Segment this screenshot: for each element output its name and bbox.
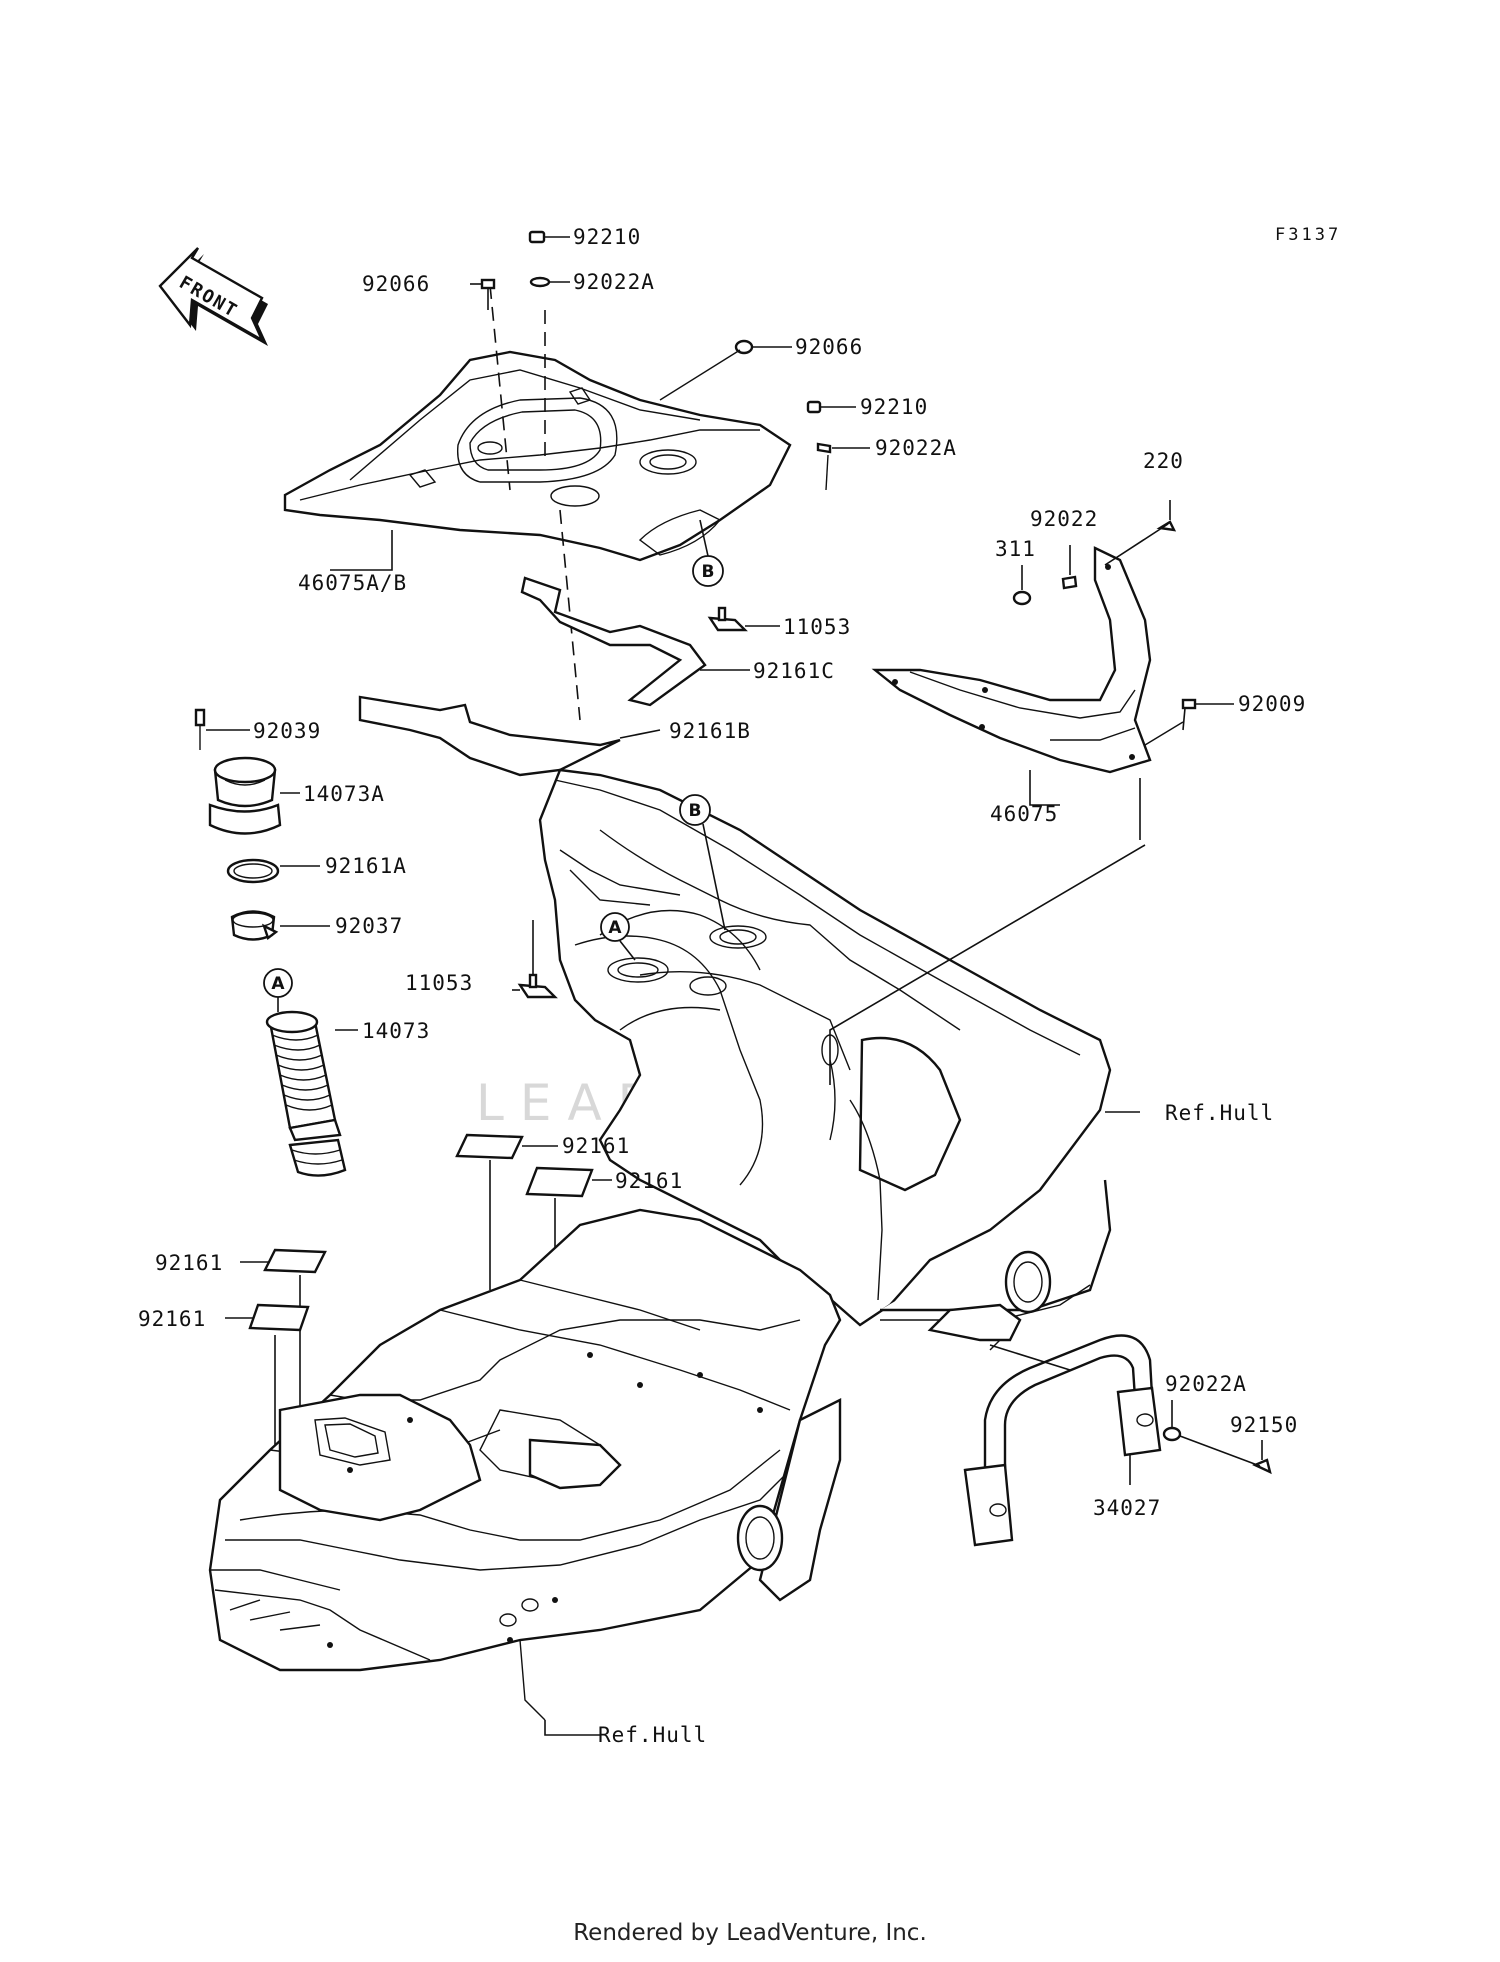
label-14073: 14073: [362, 1019, 430, 1043]
label-92022a-low: 92022A: [1165, 1372, 1247, 1396]
label-92161-c: 92161: [155, 1251, 223, 1275]
callout-b-hull: B: [679, 794, 726, 931]
label-311: 311: [995, 537, 1036, 561]
washer-92022-right: [1061, 545, 1078, 590]
label-92022a-top: 92022A: [573, 270, 655, 294]
label-220: 220: [1143, 449, 1184, 473]
label-refhull-upper: Ref.Hull: [1165, 1101, 1274, 1125]
label-92161c: 92161C: [753, 659, 835, 683]
callout-a-hull-label: A: [608, 918, 622, 938]
label-92066-right: 92066: [795, 335, 863, 359]
hose-14073: [265, 1010, 358, 1177]
washer-92022a-top: [529, 276, 570, 288]
deck-cover-46075ab: [283, 350, 792, 562]
label-11053-top: 11053: [783, 615, 851, 639]
label-92009: 92009: [1238, 692, 1306, 716]
clip-11053-mid: [512, 920, 558, 999]
lower-hull: [208, 1208, 842, 1721]
label-92022a-mid: 92022A: [875, 436, 957, 460]
screw-92150: [1179, 1435, 1272, 1475]
label-11053-mid: 11053: [405, 971, 473, 995]
label-92210-mid: 92210: [860, 395, 928, 419]
upper-hull: [538, 768, 1112, 1342]
label-92039: 92039: [253, 719, 321, 743]
fastener-92210-top: [528, 230, 570, 244]
callout-a-hull: A: [600, 912, 636, 961]
label-92161-b: 92161: [615, 1169, 683, 1193]
screw-92009: [1144, 698, 1234, 746]
footer-credit: Rendered by LeadVenture, Inc.: [573, 1920, 927, 1946]
bolt-92039: [194, 708, 250, 750]
label-92150: 92150: [1230, 1413, 1298, 1437]
part-labels: 92210 92066 92022A 92066 92210 92022A 22…: [138, 225, 1306, 1747]
gasket-92161a: [226, 858, 320, 884]
label-46075: 46075: [990, 802, 1058, 826]
callout-a-left: A: [263, 968, 293, 1012]
label-92210-top: 92210: [573, 225, 641, 249]
fitting-14073a: [208, 756, 300, 835]
figure-code: F3137: [1275, 225, 1341, 245]
label-92066-left: 92066: [362, 272, 430, 296]
gasket-92161b: [358, 695, 621, 777]
label-92161-a: 92161: [562, 1134, 630, 1158]
label-refhull-lower: Ref.Hull: [598, 1723, 707, 1747]
screw-220: [1104, 500, 1177, 566]
sticker-92161-a: [455, 1133, 558, 1290]
label-92161b: 92161B: [669, 719, 751, 743]
callout-b-hull-label: B: [689, 801, 702, 821]
screw-92066-left: [470, 278, 496, 310]
nut-311: [1012, 565, 1032, 606]
label-92161-d: 92161: [138, 1307, 206, 1331]
label-92037: 92037: [335, 914, 403, 938]
washer-92022a-low: [1162, 1400, 1182, 1442]
label-46075ab: 46075A/B: [298, 571, 407, 595]
label-92022: 92022: [1030, 507, 1098, 531]
washer-92022a-mid: [816, 442, 870, 491]
callout-b-upper-label: B: [702, 562, 715, 582]
label-34027: 34027: [1093, 1496, 1161, 1520]
fastener-92210-mid: [806, 400, 856, 414]
clip-11053-top: [707, 606, 780, 632]
clamp-92037: [230, 910, 330, 941]
bow-cover-46075: [871, 546, 1152, 774]
callout-b-upper: B: [692, 555, 724, 587]
screw-92066-right: [659, 339, 792, 401]
gasket-92161c: [520, 576, 707, 707]
front-arrow-icon: FRONT: [158, 247, 268, 346]
label-14073a: 14073A: [303, 782, 385, 806]
callout-a-left-label: A: [271, 974, 285, 994]
handle-34027: [963, 1334, 1162, 1547]
label-92161a: 92161A: [325, 854, 407, 878]
